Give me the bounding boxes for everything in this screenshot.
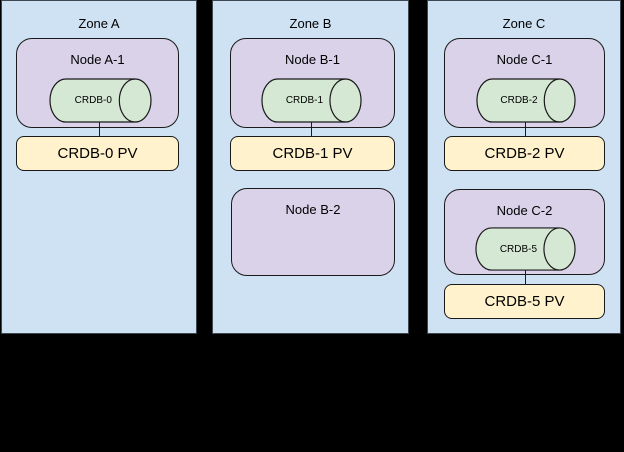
node-label: Node B-2 <box>285 202 341 217</box>
zone-title: Zone B <box>289 16 332 31</box>
node-b1: Node B-1 CRDB-1 <box>230 38 395 128</box>
crdb-0-cylinder: CRDB-0 <box>49 78 152 123</box>
zone-a: Zone A Node A-1 CRDB-0 CRDB-0 PV <box>1 0 197 334</box>
connector-line <box>311 122 312 136</box>
database-label: CRDB-5 <box>499 243 538 255</box>
zone-title: Zone C <box>502 16 546 31</box>
crdb-1-pv-box: CRDB-1 PV <box>230 136 395 171</box>
crdb-2-cylinder: CRDB-2 <box>476 78 576 123</box>
connector-line <box>525 122 526 136</box>
node-c1: Node C-1 CRDB-2 <box>444 38 605 128</box>
connector-line <box>99 122 100 136</box>
zone-c: Zone C Node C-1 CRDB-2 CRDB-2 PV Node C-… <box>427 0 621 334</box>
node-label: Node C-2 <box>496 203 553 218</box>
node-b2: Node B-2 <box>231 188 395 276</box>
zone-title: Zone A <box>78 16 120 31</box>
database-cylinder-icon <box>49 78 152 123</box>
database-cylinder-icon <box>476 78 576 123</box>
node-label: Node B-1 <box>285 52 340 67</box>
database-label: CRDB-1 <box>285 95 324 106</box>
crdb-1-cylinder: CRDB-1 <box>261 78 362 123</box>
crdb-5-cylinder: CRDB-5 <box>475 227 576 271</box>
crdb-0-pv-box: CRDB-0 PV <box>16 136 179 171</box>
database-cylinder-icon <box>261 78 362 123</box>
zone-b: Zone B Node B-1 CRDB-1 CRDB-1 PV Node B-… <box>212 0 409 334</box>
node-label: Node C-1 <box>496 52 553 67</box>
database-label: CRDB-2 <box>500 95 538 106</box>
pv-label: CRDB-5 PV <box>484 293 565 310</box>
node-c2: Node C-2 CRDB-5 <box>444 189 605 275</box>
crdb-2-pv-box: CRDB-2 PV <box>444 136 605 171</box>
connector-line <box>525 270 526 284</box>
database-cylinder-icon <box>475 227 576 271</box>
pv-label: CRDB-2 PV <box>484 145 565 162</box>
crdb-5-pv-box: CRDB-5 PV <box>444 284 605 319</box>
pv-label: CRDB-0 PV <box>57 145 138 162</box>
node-label: Node A-1 <box>70 52 125 67</box>
pv-label: CRDB-1 PV <box>272 145 353 162</box>
node-a1: Node A-1 CRDB-0 <box>16 38 179 128</box>
database-label: CRDB-0 <box>74 95 112 106</box>
